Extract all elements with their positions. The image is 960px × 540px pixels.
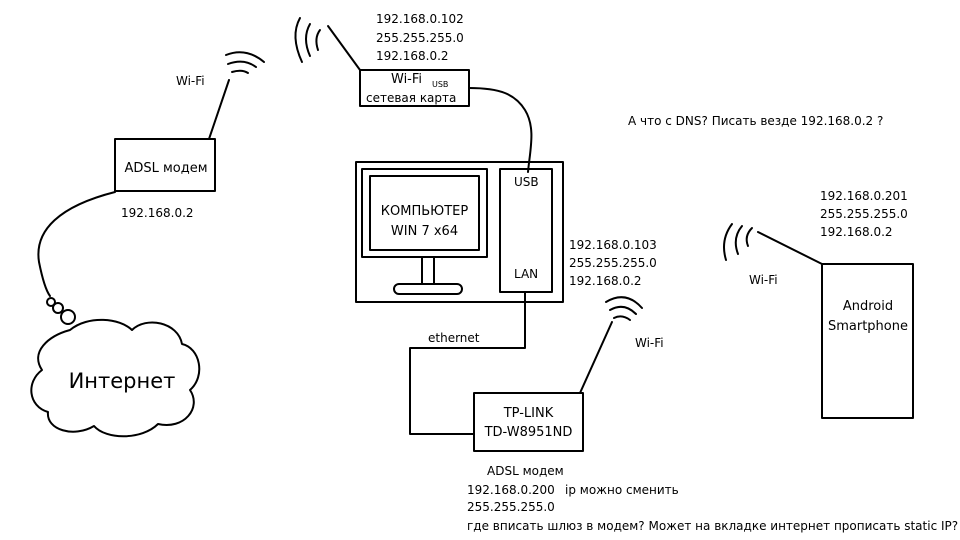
router-wifi-label: Wi-Fi (635, 336, 664, 350)
dns-question: А что с DNS? Писать везде 192.168.0.2 ? (628, 114, 884, 128)
computer-label-line2: WIN 7 x64 (390, 224, 459, 239)
usb-card-usb-label: USB (432, 80, 449, 89)
router-label-line1: TP-LINK (503, 406, 554, 421)
router-ip: 192.168.0.200 (467, 483, 555, 497)
ethernet-cable (409, 291, 526, 435)
computer-usb-port: USB (514, 175, 539, 189)
usb-card-title: Wi-Fi (391, 72, 423, 87)
router-caption: ADSL модем (487, 464, 564, 478)
adsl-modem-left-antenna (208, 79, 230, 140)
usb-cable (468, 87, 533, 173)
smartphone-wifi-label: Wi-Fi (749, 273, 778, 287)
usb-card-gateway: 192.168.0.2 (376, 49, 449, 63)
cloud-connector-bubbles (46, 297, 76, 325)
adsl-modem-left-ip: 192.168.0.2 (121, 206, 194, 220)
usb-card-ip: 192.168.0.102 (376, 12, 464, 26)
adsl-modem-left-wifi-icon (225, 51, 265, 74)
adsl-modem-left-wifi-label: Wi-Fi (176, 74, 205, 88)
smartphone-box (821, 263, 914, 419)
ethernet-label: ethernet (428, 331, 480, 345)
monitor-stand (393, 283, 463, 295)
dsl-cable (37, 191, 116, 297)
usb-card-antenna (327, 25, 361, 71)
computer-lan-port: LAN (514, 267, 539, 281)
smartphone-mask: 255.255.255.0 (820, 207, 908, 221)
internet-label: Интернет (68, 369, 176, 393)
router-question: где вписать шлюз в модем? Может на вклад… (467, 519, 959, 533)
computer-ip: 192.168.0.103 (569, 238, 657, 252)
internet-cloud (30, 318, 201, 438)
smartphone-wifi-icon (723, 223, 753, 261)
computer-gateway: 192.168.0.2 (569, 274, 642, 288)
smartphone-antenna (757, 231, 823, 265)
adsl-modem-left-box (114, 138, 216, 192)
router-wifi-icon (605, 296, 643, 321)
smartphone-ip: 192.168.0.201 (820, 189, 908, 203)
usb-card-subtitle: сетевая карта (366, 91, 457, 105)
monitor-inner (369, 175, 480, 251)
smartphone-label-line2: Smartphone (827, 319, 908, 334)
smartphone-gateway: 192.168.0.2 (820, 225, 893, 239)
router-antenna (579, 321, 613, 394)
computer-label-line1: КОМПЬЮТЕР (380, 204, 469, 219)
smartphone-label-line1: Android (842, 299, 894, 314)
router-box (473, 392, 584, 452)
router-mask: 255.255.255.0 (467, 500, 555, 514)
usb-card-mask: 255.255.255.0 (376, 31, 464, 45)
computer-mask: 255.255.255.0 (569, 256, 657, 270)
computer-frame (355, 161, 564, 303)
monitor-outer (361, 168, 488, 258)
adsl-modem-left-label: ADSL модем (124, 161, 208, 176)
router-label-line2: TD-W8951ND (484, 425, 573, 440)
router-ip-note: ip можно сменить (565, 483, 679, 497)
usb-card-wifi-icon (294, 17, 321, 63)
